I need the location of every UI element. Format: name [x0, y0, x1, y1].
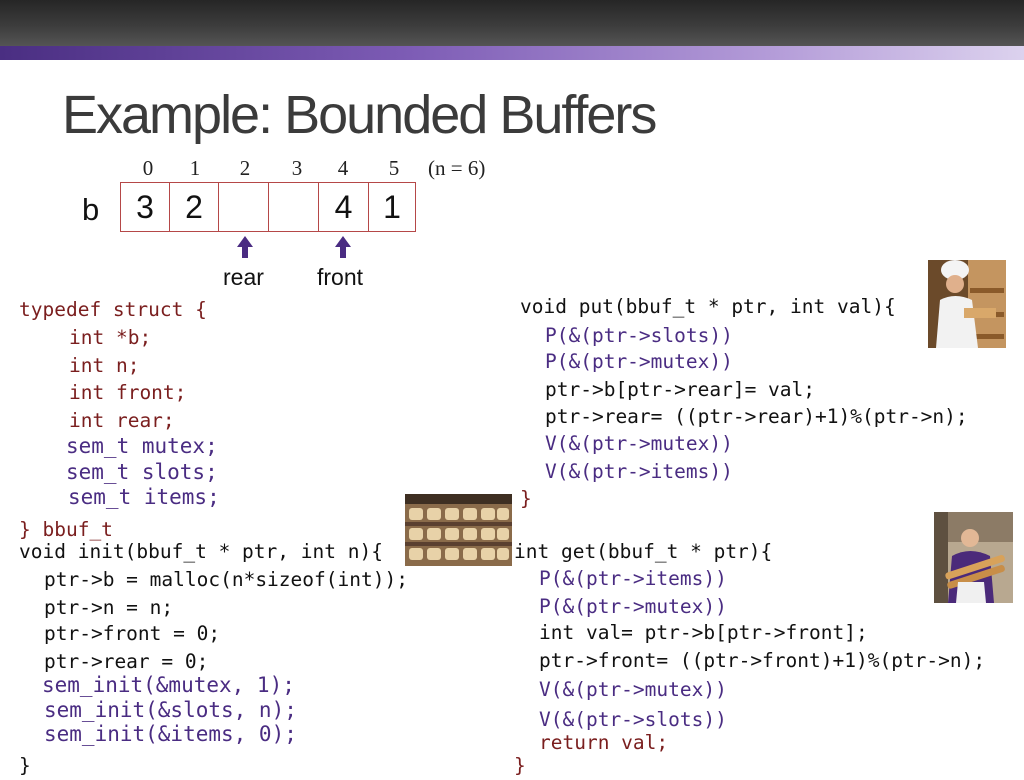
buffer-index: 4: [337, 156, 349, 180]
code-line: P(&(ptr->mutex)): [545, 350, 733, 373]
code-line: V(&(ptr->mutex)): [545, 432, 733, 455]
buffer-cell: [218, 182, 269, 232]
slide-title: Example: Bounded Buffers: [62, 85, 657, 145]
code-line: sem_t slots;: [66, 460, 218, 484]
code-line: int val= ptr->b[ptr->front];: [539, 621, 868, 644]
accent-stripe: [0, 46, 1024, 60]
code-line: void init(bbuf_t * ptr, int n){: [19, 540, 383, 563]
code-line: ptr->b = malloc(n*sizeof(int));: [44, 568, 408, 591]
buffer-index: 0: [142, 156, 154, 180]
buffer-cell: 3: [120, 182, 170, 232]
code-line: int *b;: [69, 326, 152, 349]
code-line: ptr->rear= ((ptr->rear)+1)%(ptr->n);: [545, 405, 968, 428]
buffer-cell: 4: [318, 182, 369, 232]
baker-photo: [928, 260, 1006, 348]
buffer-index: 1: [189, 156, 201, 180]
code-line: int get(bbuf_t * ptr){: [514, 540, 773, 563]
code-line: P(&(ptr->items)): [539, 567, 727, 590]
code-line: typedef struct {: [19, 298, 207, 321]
buffer-index: 5: [388, 156, 400, 180]
code-line: int n;: [69, 354, 140, 377]
front-label: front: [317, 264, 364, 290]
code-line: ptr->n = n;: [44, 596, 174, 619]
code-line: sem_t items;: [68, 485, 220, 509]
code-line: ptr->rear = 0;: [44, 650, 209, 673]
buffer-index: 3: [291, 156, 303, 180]
buffer-cell: 1: [368, 182, 416, 232]
buffer-cell: 2: [169, 182, 219, 232]
buffer-size-note: (n = 6): [428, 156, 486, 180]
code-line: int front;: [69, 381, 187, 404]
code-line: P(&(ptr->slots)): [545, 324, 733, 347]
code-line: ptr->b[ptr->rear]= val;: [545, 378, 816, 401]
rear-arrow-icon: [237, 236, 253, 258]
code-line: V(&(ptr->slots)): [539, 708, 727, 731]
code-line: V(&(ptr->items)): [545, 460, 733, 483]
buffer-index: 2: [239, 156, 251, 180]
code-line: int rear;: [69, 409, 175, 432]
code-line: sem_t mutex;: [66, 434, 218, 458]
code-line: sem_init(&slots, n);: [44, 698, 297, 722]
code-line: V(&(ptr->mutex)): [539, 678, 727, 701]
code-line: ptr->front= ((ptr->front)+1)%(ptr->n);: [539, 649, 986, 672]
buffer-cell: [268, 182, 319, 232]
rear-label: rear: [223, 264, 264, 290]
top-header-bar: [0, 0, 1024, 46]
buffer-label: b: [82, 192, 100, 227]
code-line: } bbuf_t: [19, 518, 113, 541]
code-line: sem_init(&mutex, 1);: [42, 673, 295, 697]
code-line: P(&(ptr->mutex)): [539, 595, 727, 618]
bread-seller-photo: [934, 512, 1013, 603]
code-line: ptr->front = 0;: [44, 622, 221, 645]
code-line: void put(bbuf_t * ptr, int val){: [520, 295, 896, 318]
code-line: return val;: [539, 731, 669, 754]
bread-shelf-photo: [405, 494, 512, 566]
code-line: sem_init(&items, 0);: [44, 722, 297, 746]
code-line: }: [19, 754, 31, 777]
code-line: }: [520, 487, 532, 510]
code-line: }: [514, 754, 526, 777]
front-arrow-icon: [335, 236, 351, 258]
